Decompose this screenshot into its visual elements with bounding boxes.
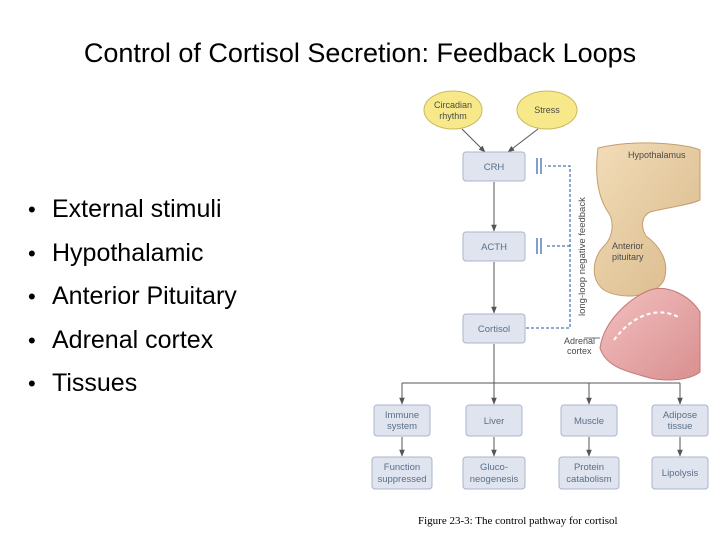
function-suppressed-node: Function suppressed <box>371 456 433 490</box>
adrenal-illustration: Adrenal cortex <box>564 288 701 381</box>
acth-label: ACTH <box>481 242 507 253</box>
figure-caption: Figure 23-3: The control pathway for cor… <box>418 515 618 527</box>
bullet-item: • Adrenal cortex <box>28 319 237 363</box>
liver-node: Liver <box>465 404 523 437</box>
acth-box <box>462 231 526 262</box>
bullet-list: • External stimuli • Hypothalamic • Anterio… <box>28 188 237 406</box>
function-label-1: Function <box>384 462 420 473</box>
immune-box <box>373 404 431 437</box>
stress-label: Stress <box>534 105 560 115</box>
lipolysis-label: Lipolysis <box>662 468 699 479</box>
bullet-dot: • <box>28 284 36 309</box>
hypothalamus-illustration: Hypothalamus Anterior pituitary <box>593 142 701 297</box>
circadian-label-1: Circadian <box>434 100 472 110</box>
hypothalamus-label: Hypothalamus <box>628 150 686 160</box>
arrow-stress-crh <box>507 128 539 153</box>
adrenal-medulla-line <box>613 311 681 341</box>
adipose-box <box>651 404 709 437</box>
gluconeogenesis-node: Gluco- neogenesis <box>462 456 526 490</box>
protein-label-1: Protein <box>574 462 604 473</box>
bullet-text: Anterior Pituitary <box>52 282 237 310</box>
gluco-box <box>462 456 526 490</box>
bullet-item: • Hypothalamic <box>28 232 237 276</box>
muscle-box <box>560 404 618 437</box>
liver-label: Liver <box>484 416 505 427</box>
feedback-label: long-loop negative feedback <box>577 197 588 316</box>
stress-node: Stress <box>516 90 578 130</box>
cortisol-label: Cortisol <box>478 324 510 335</box>
circadian-label-2: rhythm <box>439 111 467 121</box>
bullet-text: External stimuli <box>52 195 222 223</box>
bullet-item: • External stimuli <box>28 188 237 232</box>
acth-node: ACTH <box>462 231 526 262</box>
anterior-pituitary-label-2: pituitary <box>612 252 644 262</box>
stress-ellipse <box>516 90 578 130</box>
liver-box <box>465 404 523 437</box>
lipolysis-node: Lipolysis <box>651 456 709 490</box>
gluco-label-2: neogenesis <box>470 474 519 485</box>
bullet-text: Tissues <box>52 369 138 397</box>
immune-label-2: system <box>387 421 417 432</box>
feedback-path-crh <box>526 165 571 329</box>
crh-label: CRH <box>484 162 505 173</box>
arrow-circadian-crh <box>461 128 486 153</box>
cortisol-box <box>462 313 526 344</box>
crh-node: CRH <box>462 151 526 182</box>
lipolysis-box <box>651 456 709 490</box>
protein-label-2: catabolism <box>566 474 611 485</box>
circadian-ellipse <box>423 90 483 130</box>
bullet-item: • Tissues <box>28 362 237 406</box>
adrenal-cortex-label-1: Adrenal <box>564 336 595 346</box>
adipose-tissue-node: Adipose tissue <box>651 404 709 437</box>
circadian-rhythm-node: Circadian rhythm <box>423 90 483 130</box>
immune-system-node: Immune system <box>373 404 431 437</box>
adipose-label-1: Adipose <box>663 410 697 421</box>
bullet-text: Hypothalamic <box>52 238 204 267</box>
crh-box <box>462 151 526 182</box>
cortisol-node: Cortisol <box>462 313 526 344</box>
slide-title: Control of Cortisol Secretion: Feedback … <box>83 38 637 68</box>
bullet-dot: • <box>28 240 36 266</box>
negative-feedback-loop: long-loop negative feedback <box>526 158 588 329</box>
bullet-dot: • <box>28 197 36 222</box>
gluco-label-1: Gluco- <box>480 462 508 473</box>
pituitary-shape <box>593 142 701 297</box>
bullet-text: Adrenal cortex <box>52 325 214 354</box>
protein-box <box>558 456 620 490</box>
muscle-node: Muscle <box>560 404 618 437</box>
bullet-item: • Anterior Pituitary <box>28 275 237 319</box>
immune-label-1: Immune <box>385 410 419 421</box>
protein-catabolism-node: Protein catabolism <box>558 456 620 490</box>
function-box <box>371 456 433 490</box>
bullet-dot: • <box>28 327 36 353</box>
anterior-pituitary-label-1: Anterior <box>612 241 644 251</box>
function-label-2: suppressed <box>377 474 426 485</box>
adipose-label-2: tissue <box>668 421 693 432</box>
bullet-dot: • <box>28 371 36 396</box>
adrenal-cortex-label-2: cortex <box>567 346 592 356</box>
adrenal-shape <box>599 288 701 381</box>
muscle-label: Muscle <box>574 416 604 427</box>
